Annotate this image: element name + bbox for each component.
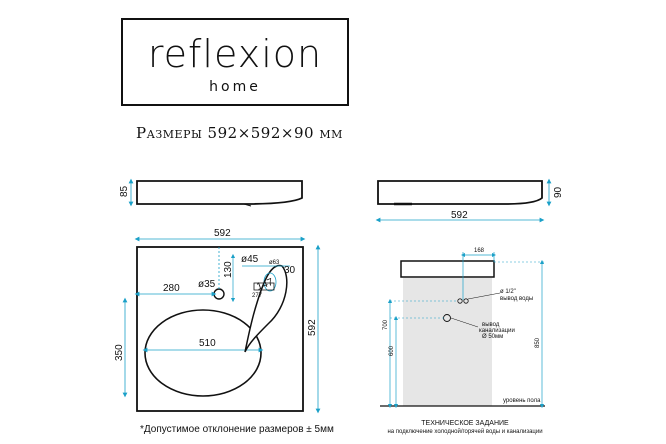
drain-label-1: вывод — [482, 322, 500, 328]
depth-592-label: 592 — [307, 319, 318, 336]
logo-subtitle: home — [209, 79, 261, 95]
wall-shade — [403, 278, 492, 406]
basin-side-profile — [400, 260, 495, 278]
height-90-label: 90 — [553, 186, 564, 198]
logo-wordmark: reflexion — [147, 32, 323, 76]
height-850-label: 850 — [535, 337, 541, 348]
oval-width-510-label: 510 — [199, 338, 216, 349]
hole-offset-280-label: 280 — [163, 283, 180, 294]
dim-130-label: 130 — [223, 261, 234, 278]
tech-spec-subtitle: на подключение холодной/горячей воды и к… — [387, 429, 543, 435]
drain-label-2: канализации — [479, 328, 515, 334]
overflow-shape — [244, 265, 288, 353]
drain-size-label: Ø 50мм — [482, 334, 503, 340]
height-700-label: 700 — [383, 319, 389, 330]
tolerance-note: *Допустимое отклонение размеров ± 5мм — [140, 424, 334, 435]
brand-logo: reflexion home — [121, 18, 349, 106]
side-width-592-label: 592 — [451, 210, 468, 221]
dim-63-label: ø63 — [269, 260, 280, 266]
installation-spec: 168 ø 1/2" вывод воды вывод канализации … — [380, 248, 545, 409]
basin-outline — [136, 246, 304, 412]
tech-spec-title: ТЕХНИЧЕСКОЕ ЗАДАНИЕ — [421, 420, 509, 427]
top-view: 592 592 510 350 280 ø35 130 ø45 ø63 30 1… — [114, 228, 321, 414]
water-outlet-right-icon — [463, 298, 469, 304]
floor-label: уровень пола — [503, 398, 541, 404]
height-85-label: 85 — [119, 185, 130, 197]
dim-277-label: 277 — [252, 293, 263, 299]
hole-35-label: ø35 — [198, 279, 216, 290]
bowl-oval — [144, 309, 262, 397]
tap-hole-icon — [213, 288, 225, 300]
dimensions-title: Размеры 592×592×90 мм — [136, 124, 343, 142]
water-outlet-left-icon — [457, 298, 463, 304]
water-size-label: ø 1/2" — [500, 289, 516, 295]
dim-45-label: ø45 — [241, 254, 259, 265]
dim-30-label: 30 — [284, 265, 296, 276]
water-outlet-label: вывод воды — [500, 296, 533, 302]
dim-168-label: 168 — [474, 248, 485, 254]
front-elevation: 85 — [119, 178, 303, 207]
height-600-label: 600 — [389, 345, 395, 356]
width-592-label: 592 — [214, 228, 231, 239]
side-elevation: 90 592 — [375, 178, 564, 223]
oval-height-350-label: 350 — [114, 344, 125, 361]
